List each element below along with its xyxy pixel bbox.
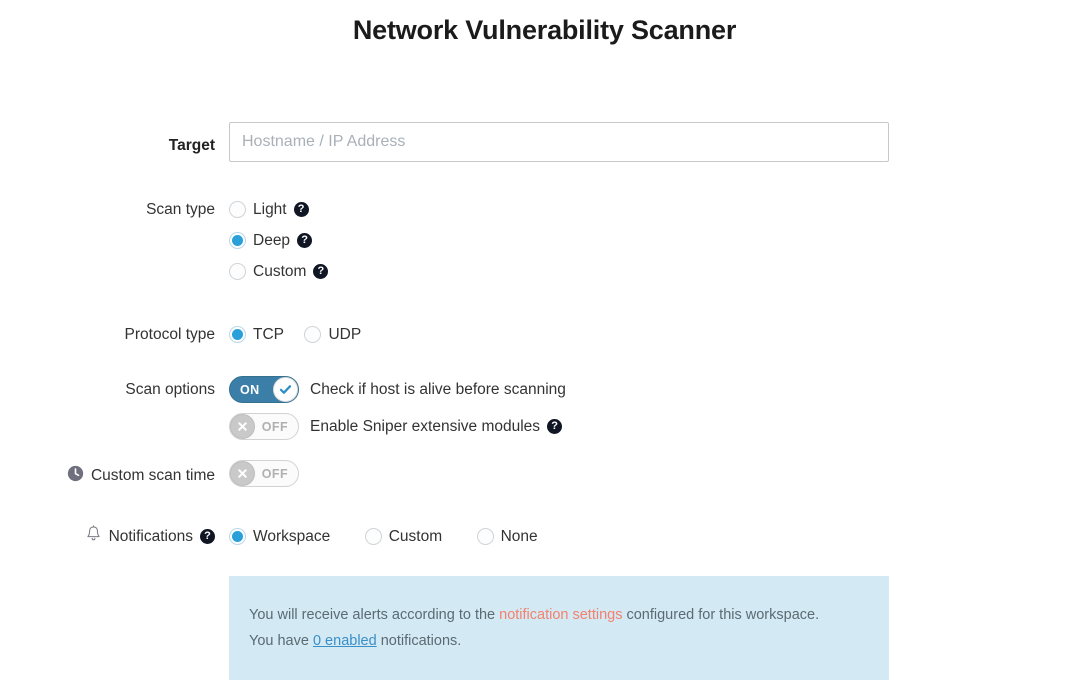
target-field-col [215,122,1089,162]
notification-settings-link[interactable]: notification settings [499,607,623,623]
radio-circle-notif-custom[interactable] [364,528,382,545]
custom-scan-time-label-col: Custom scan time [0,460,215,491]
toggle-state-label-custom-time: OFF [261,466,288,481]
toggle-check-host-alive[interactable]: ON [229,376,299,403]
radio-circle-workspace[interactable] [229,528,246,545]
toggle-knob-sniper [230,414,255,439]
scan-type-row: Scan type Light ? Deep ? Custom ? [0,194,1089,287]
radio-label-notif-custom: Custom [388,527,443,545]
toggle-sniper-modules[interactable]: OFF [229,413,299,440]
radio-scan-type-custom[interactable]: Custom ? [229,256,329,287]
clock-icon [67,465,84,487]
radio-label-deep: Deep [253,231,291,249]
info-line-2: You have 0 enabled notifications. [249,628,869,654]
scan-type-label: Scan type [146,200,215,218]
notifications-field: Workspace Custom None You will receive a… [215,521,1089,680]
custom-scan-time-label: Custom scan time [90,466,215,484]
scan-option-label-host-alive: Check if host is alive before scanning [310,380,566,398]
custom-scan-time-row: Custom scan time OFF [0,460,1089,492]
target-input[interactable] [229,122,889,162]
info-line-1-before: You will receive alerts according to the [249,607,500,623]
scan-type-options: Light ? Deep ? Custom ? [215,194,1089,287]
help-icon-deep[interactable]: ? [297,233,313,248]
toggle-custom-scan-time[interactable]: OFF [229,460,299,487]
scan-option-host-alive: ON Check if host is alive before scannin… [229,371,1089,408]
scan-option-text-host-alive: Check if host is alive before scanning [310,381,566,399]
notifications-label: Notifications [108,527,193,545]
protocol-type-label: Protocol type [124,325,215,343]
scan-option-text-sniper: Enable Sniper extensive modules ? [310,417,563,436]
scan-option-sniper-modules: OFF Enable Sniper extensive modules ? [229,408,1089,445]
protocol-type-row: Protocol type TCP UDP [0,319,1089,350]
notifications-info-box: You will receive alerts according to the… [229,576,889,680]
notifications-options: Workspace Custom None [229,521,1089,552]
close-icon [238,469,247,478]
target-row: Target [0,122,1089,194]
info-line-2-after: notifications. [376,633,462,649]
radio-label-workspace: Workspace [253,527,331,545]
check-icon [279,385,292,394]
page-title: Network Vulnerability Scanner [352,15,737,45]
radio-circle-tcp[interactable] [229,326,246,343]
radio-protocol-tcp[interactable]: TCP [229,319,284,350]
toggle-state-label-sniper: OFF [261,419,288,434]
scanner-form: Target Scan type Light ? Deep ? Custom ? [0,122,1089,680]
info-line-1-after: configured for this workspace. [622,607,820,623]
toggle-knob-custom-time [230,461,255,486]
info-line-2-before: You have [249,633,313,649]
scan-options-row: Scan options ON Check if host is alive b… [0,371,1089,445]
toggle-knob-host-alive [273,377,298,402]
radio-circle-light[interactable] [229,201,246,218]
help-icon-sniper[interactable]: ? [547,419,563,434]
radio-label-none: None [500,527,538,545]
radio-label-udp: UDP [328,325,362,343]
scan-options-label: Scan options [125,380,215,398]
radio-circle-udp[interactable] [304,326,322,343]
notifications-label-col: Notifications ? [0,521,215,552]
help-icon-custom[interactable]: ? [313,264,329,279]
info-line-1: You will receive alerts according to the… [249,602,869,628]
radio-scan-type-light[interactable]: Light ? [229,194,309,225]
radio-circle-deep[interactable] [229,232,246,249]
custom-scan-time-field: OFF [215,460,1089,492]
notifications-row: Notifications ? Workspace Custom None [0,521,1089,680]
protocol-type-options: TCP UDP [215,319,1089,350]
radio-notifications-none[interactable]: None [476,521,538,552]
toggle-state-label-host-alive: ON [240,382,260,397]
scan-option-label-sniper: Enable Sniper extensive modules [310,417,541,435]
radio-label-tcp: TCP [253,325,284,343]
radio-protocol-udp[interactable]: UDP [304,319,361,350]
close-icon [238,422,247,431]
radio-scan-type-deep[interactable]: Deep ? [229,225,313,256]
radio-circle-none[interactable] [476,528,494,545]
help-icon-notifications[interactable]: ? [200,529,215,544]
enabled-notifications-link[interactable]: 0 enabled [312,633,377,649]
radio-notifications-workspace[interactable]: Workspace [229,521,330,552]
radio-circle-custom[interactable] [229,263,246,280]
target-label: Target [168,137,215,154]
bell-icon [85,525,102,548]
scan-options-list: ON Check if host is alive before scannin… [215,371,1089,445]
radio-label-light: Light [253,200,287,218]
radio-notifications-custom[interactable]: Custom [364,521,443,552]
help-icon-light[interactable]: ? [293,202,309,217]
radio-label-custom: Custom [253,262,307,280]
